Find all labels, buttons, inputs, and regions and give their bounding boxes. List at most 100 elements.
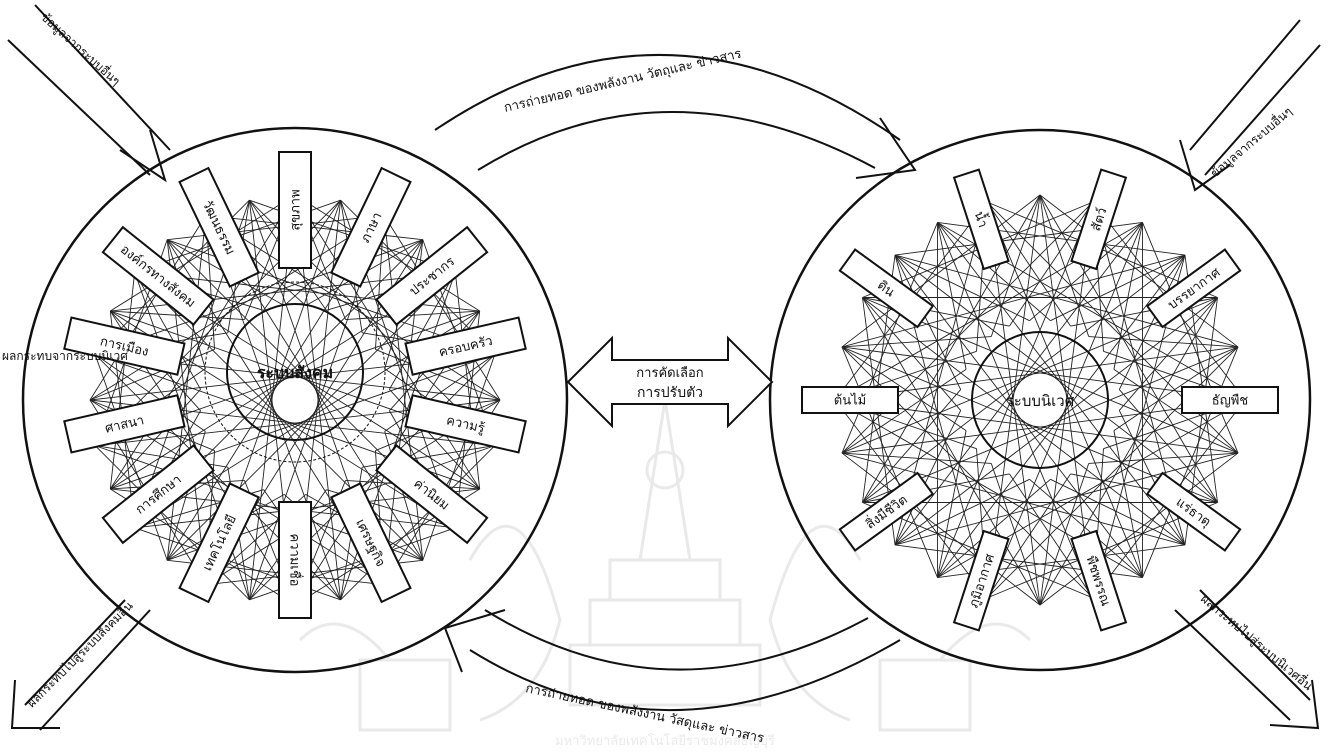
- network-line: [1118, 254, 1186, 390]
- network-line: [1118, 297, 1218, 411]
- network-line: [841, 194, 1041, 348]
- component-box-frame: [838, 248, 935, 329]
- network-line: [841, 369, 967, 454]
- component-box-frame: [63, 394, 186, 454]
- component-label: ความเชื่อ: [286, 534, 303, 587]
- component-box-frame: [838, 471, 935, 552]
- network-line: [894, 254, 1239, 348]
- network-line: [862, 297, 1186, 546]
- network-line: [841, 346, 1218, 503]
- component-box: ครอบครัว: [404, 316, 527, 376]
- component-box-frame: [63, 316, 186, 376]
- component-box: ดิน: [838, 248, 935, 329]
- network-line: [1088, 452, 1239, 464]
- component-box-frame: [329, 482, 412, 604]
- network-line: [937, 478, 1051, 578]
- network-line: [894, 254, 962, 390]
- network-line: [841, 346, 967, 431]
- component-box-frame: [101, 444, 215, 545]
- network-line: [389, 389, 481, 490]
- network-line: [894, 254, 1030, 322]
- component-box: สัตว์: [1070, 168, 1128, 271]
- network-line: [834, 399, 1239, 454]
- component-box: ความเชื่อ: [278, 501, 312, 619]
- component-box: ความรู้: [404, 394, 527, 454]
- component-box-frame: [1145, 248, 1242, 329]
- network-line: [841, 399, 1246, 454]
- network-line: [990, 463, 1041, 606]
- component-box-frame: [1181, 386, 1279, 414]
- network-line: [1039, 194, 1094, 599]
- bottom-transfer-arrow: การถ่ายทอด ของพลังงาน วัสดุและ ข่าวสาร: [443, 609, 901, 747]
- center-link-line2: การปรับตัว: [637, 385, 703, 401]
- network-line: [1039, 194, 1218, 503]
- network-line: [1050, 254, 1186, 322]
- social-system-circle: [21, 126, 569, 674]
- component-box-frame: [178, 482, 261, 604]
- network-line: [937, 222, 1051, 322]
- center-link-line1: การคัดเลือก: [636, 365, 703, 381]
- network-line: [841, 222, 938, 454]
- network-line: [1029, 222, 1143, 322]
- component-box: น้ำ: [952, 168, 1010, 271]
- component-box: สิ่งมีชีวิต: [838, 471, 935, 552]
- network-line: [109, 389, 201, 490]
- network-line: [937, 430, 967, 578]
- component-box-frame: [1070, 168, 1128, 271]
- network-line: [894, 222, 1143, 546]
- eco-output-arrow: ผลกระทบไปสู่ระบบนิเวศอื่น: [1174, 589, 1320, 730]
- top-transfer-arrow: การถ่ายทอด ของพลังงาน วัตถุและ ข่าวสาร: [434, 47, 917, 179]
- network-line: [1142, 346, 1239, 578]
- network-line: [1039, 463, 1090, 606]
- selection-adaptation-double-arrow: การคัดเลือก การปรับตัว: [566, 335, 774, 429]
- network-line: [894, 254, 1218, 503]
- network-line: [990, 194, 1041, 337]
- component-box-frame: [404, 316, 527, 376]
- network-line: [1113, 369, 1239, 454]
- component-box-frame: [278, 151, 312, 269]
- network-line: [894, 254, 1143, 578]
- social-core-circle: [226, 303, 364, 441]
- network-line: [986, 194, 1041, 599]
- component-box: ภาษา: [329, 166, 412, 288]
- component-box-frame: [404, 394, 527, 454]
- network-line: [294, 194, 481, 490]
- network-line: [937, 222, 1186, 546]
- social-input-label: ข้อมูลจากระบบอื่นๆ: [37, 8, 124, 89]
- network-line: [841, 452, 992, 464]
- network-line: [841, 336, 992, 348]
- network-line: [1050, 478, 1186, 546]
- component-box-frame: [178, 166, 261, 288]
- network-line: [89, 349, 215, 401]
- network-line: [841, 346, 1246, 401]
- network-line: [206, 214, 423, 241]
- network-line: [862, 297, 1041, 606]
- network-line: [862, 297, 1239, 454]
- network-line: [841, 254, 1186, 348]
- network-line: [894, 452, 1239, 546]
- network-line: [1039, 297, 1218, 606]
- component-box-frame: [1070, 529, 1128, 632]
- component-box: สุขภาพ: [278, 151, 312, 269]
- network-line: [1009, 473, 1094, 599]
- network-line: [1039, 194, 1239, 348]
- network-line: [1118, 410, 1186, 546]
- network-line: [841, 452, 1186, 546]
- component-label: น้ำ: [971, 209, 993, 230]
- network-line: [1009, 201, 1094, 327]
- component-box-frame: [375, 444, 489, 545]
- component-label: สุขภาพ: [289, 189, 304, 230]
- network-line: [1118, 389, 1218, 503]
- network-line: [937, 201, 1094, 578]
- network-line: [134, 271, 201, 390]
- network-line: [205, 214, 501, 401]
- network-line: [89, 214, 385, 401]
- network-line: [986, 201, 1143, 578]
- component-label: องค์กรทางสังคม: [117, 242, 198, 312]
- network-line: [841, 297, 1218, 454]
- network-line: [894, 410, 962, 546]
- component-box: เทคโนโลยี: [178, 482, 261, 604]
- network-line: [1113, 430, 1143, 578]
- social-output-label: ผลกระทบไปสู่ระบบสังคมอื่น: [23, 597, 137, 711]
- component-box: ต้นไม้: [801, 386, 899, 414]
